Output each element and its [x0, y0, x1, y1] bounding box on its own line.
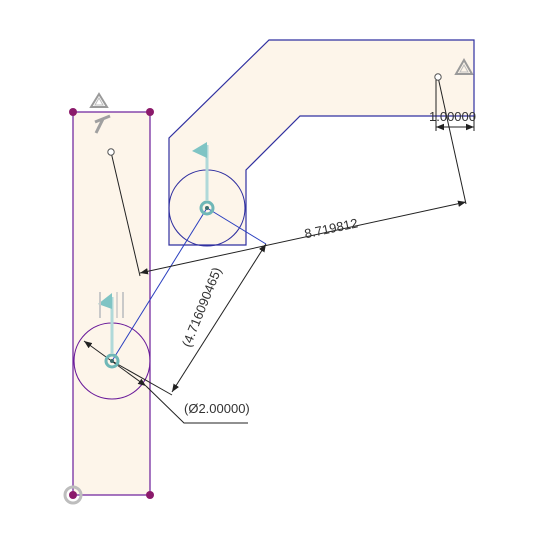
grounded-point-icon[interactable]	[63, 485, 83, 505]
corner-point-top-right[interactable]	[146, 108, 154, 116]
offset-dimension-text[interactable]: (4.716090465)	[179, 265, 225, 349]
diameter-leader-line	[145, 385, 248, 424]
distance-extension-right	[437, 76, 467, 205]
diameter-dimension-text[interactable]: (Ø2.00000)	[184, 401, 250, 416]
fixed-constraint-icon[interactable]	[89, 92, 109, 108]
upper-circle-center[interactable]	[199, 200, 215, 216]
lower-circle-center[interactable]	[104, 353, 120, 369]
diameter-dimension-line[interactable]	[83, 340, 147, 387]
distance-dimension-text[interactable]: 8.719812	[303, 215, 359, 241]
corner-point-top-left[interactable]	[69, 108, 77, 116]
l-shape-profile[interactable]	[168, 39, 475, 246]
corner-point-bottom-right[interactable]	[146, 491, 154, 499]
sketch-point-right[interactable]	[434, 73, 442, 81]
offset-dimension-line[interactable]	[171, 243, 267, 393]
perpendicular-constraint-icon[interactable]	[94, 114, 111, 134]
sketch-point-left[interactable]	[107, 148, 115, 156]
fixed-constraint-icon-right[interactable]	[454, 57, 474, 75]
parallel-constraint-icon[interactable]	[98, 292, 124, 353]
width-dimension-text[interactable]: 1.00000	[429, 109, 476, 124]
joint-flag-icon[interactable]	[192, 142, 209, 200]
distance-extension-left	[110, 151, 141, 277]
